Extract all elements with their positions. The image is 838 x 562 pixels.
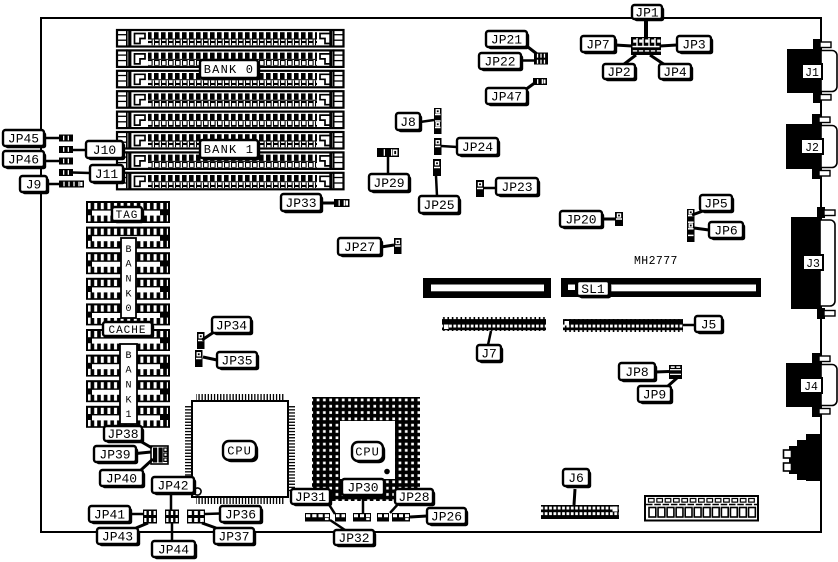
svg-text:JP9: JP9: [643, 388, 666, 403]
svg-text:B: B: [125, 351, 131, 362]
svg-text:JP3: JP3: [682, 38, 705, 53]
svg-text:J6: J6: [568, 471, 584, 486]
svg-text:CPU: CPU: [227, 445, 252, 459]
svg-text:JP23: JP23: [501, 180, 532, 195]
svg-text:CPU: CPU: [355, 446, 380, 460]
svg-text:JP1: JP1: [635, 6, 659, 21]
svg-text:JP46: JP46: [8, 153, 39, 168]
svg-text:J8: J8: [400, 115, 416, 130]
svg-text:JP25: JP25: [423, 198, 454, 213]
svg-text:JP28: JP28: [398, 490, 429, 505]
svg-text:JP5: JP5: [704, 197, 727, 212]
svg-text:J5: J5: [701, 318, 717, 333]
svg-text:B: B: [125, 245, 131, 256]
svg-text:JP2: JP2: [607, 65, 630, 80]
svg-text:SL1: SL1: [581, 282, 605, 297]
svg-text:JP47: JP47: [491, 90, 522, 105]
svg-text:JP30: JP30: [347, 481, 378, 496]
svg-text:MH2777: MH2777: [634, 255, 678, 268]
svg-text:0: 0: [125, 304, 131, 315]
svg-text:JP6: JP6: [714, 224, 737, 239]
svg-text:JP34: JP34: [216, 319, 247, 334]
svg-text:JP26: JP26: [431, 510, 462, 525]
svg-text:JP27: JP27: [344, 240, 375, 255]
svg-text:BANK 1: BANK 1: [204, 143, 254, 157]
svg-text:JP45: JP45: [8, 132, 39, 147]
svg-text:J11: J11: [95, 167, 119, 182]
svg-text:1: 1: [125, 410, 131, 421]
svg-text:J9: J9: [26, 178, 42, 193]
svg-text:TAG: TAG: [116, 210, 139, 222]
svg-text:K: K: [125, 395, 131, 406]
svg-text:JP40: JP40: [106, 472, 137, 487]
svg-text:JP22: JP22: [484, 55, 515, 70]
svg-text:JP39: JP39: [99, 448, 130, 463]
svg-text:JP29: JP29: [373, 176, 404, 191]
svg-text:J3: J3: [806, 258, 820, 271]
svg-text:J2: J2: [805, 142, 819, 155]
svg-text:JP41: JP41: [94, 508, 125, 523]
svg-text:JP4: JP4: [663, 65, 687, 80]
svg-text:JP33: JP33: [285, 196, 316, 211]
svg-text:JP7: JP7: [586, 38, 609, 53]
svg-text:JP44: JP44: [158, 543, 189, 558]
svg-text:N: N: [125, 380, 131, 391]
svg-text:JP36: JP36: [225, 508, 256, 523]
svg-text:JP35: JP35: [221, 354, 252, 369]
svg-text:A: A: [125, 366, 131, 377]
svg-text:JP8: JP8: [625, 365, 648, 380]
svg-text:JP31: JP31: [295, 490, 326, 505]
svg-text:JP38: JP38: [107, 427, 138, 442]
svg-text:JP21: JP21: [491, 33, 522, 48]
svg-text:J1: J1: [805, 67, 819, 80]
svg-text:CACHE: CACHE: [108, 325, 146, 337]
svg-text:JP32: JP32: [338, 531, 369, 546]
svg-text:K: K: [125, 289, 131, 300]
svg-text:BANK 0: BANK 0: [204, 63, 254, 77]
svg-text:A: A: [125, 260, 131, 271]
svg-text:JP20: JP20: [565, 213, 596, 228]
svg-text:J10: J10: [93, 143, 116, 158]
svg-text:JP43: JP43: [102, 530, 133, 545]
svg-text:J7: J7: [481, 347, 497, 362]
svg-text:J4: J4: [804, 381, 818, 394]
svg-text:JP24: JP24: [462, 140, 493, 155]
svg-text:N: N: [125, 274, 131, 285]
svg-text:JP37: JP37: [218, 530, 249, 545]
svg-text:JP42: JP42: [157, 479, 188, 494]
